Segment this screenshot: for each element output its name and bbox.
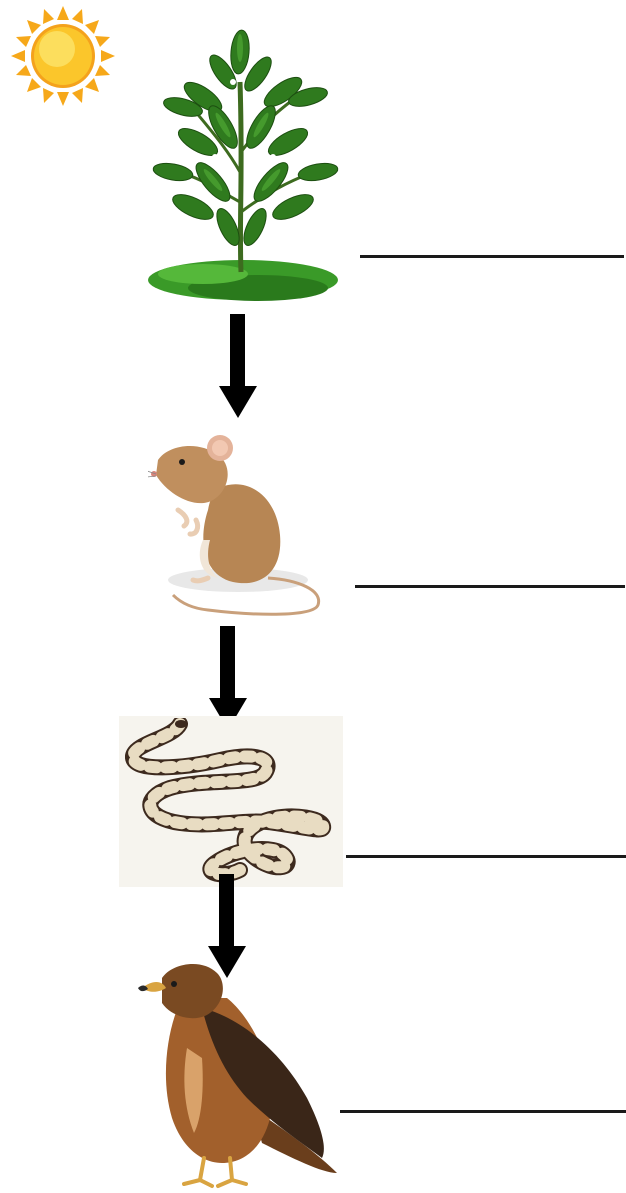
hawk-icon bbox=[132, 958, 342, 1190]
arrow-down-icon bbox=[209, 626, 247, 730]
sun-icon bbox=[10, 6, 116, 106]
mouse-icon bbox=[148, 430, 328, 620]
plant-icon bbox=[143, 22, 343, 304]
answer-line[interactable] bbox=[360, 255, 624, 258]
answer-line[interactable] bbox=[355, 585, 625, 588]
answer-line[interactable] bbox=[340, 1110, 626, 1113]
answer-line[interactable] bbox=[346, 855, 626, 858]
snake-icon bbox=[125, 718, 337, 884]
arrow-down-icon bbox=[219, 314, 257, 418]
